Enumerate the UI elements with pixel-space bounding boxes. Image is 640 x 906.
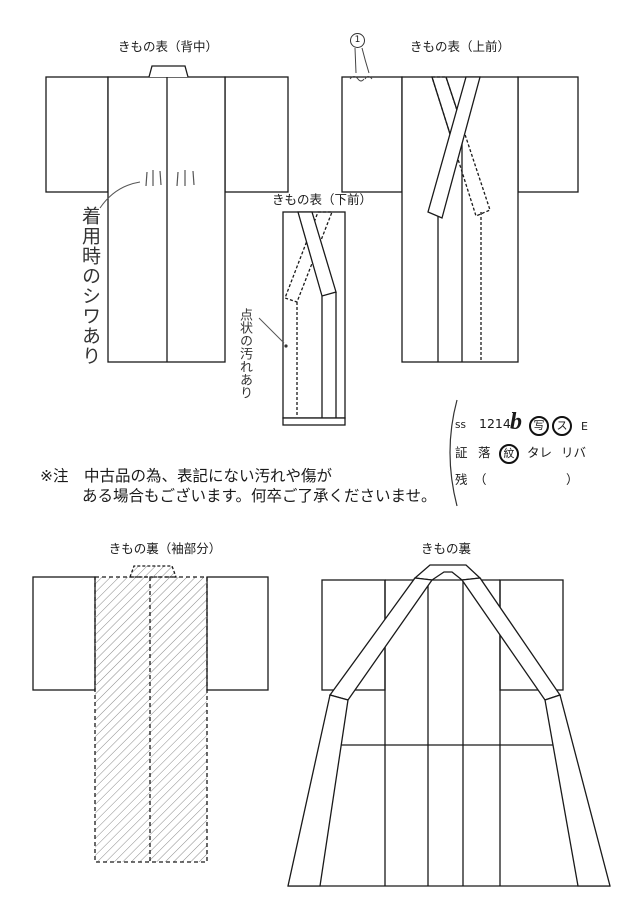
su-circled: ス [552, 416, 572, 436]
damage-marker-1: 1 [350, 33, 365, 48]
mon-circled: 紋 [499, 444, 519, 464]
wrinkle-stroke [145, 171, 148, 187]
lining-title: きもの裏 [420, 541, 471, 556]
left-sleeve [32, 576, 96, 691]
stain-dot [284, 344, 288, 348]
zan-close-paren: ） [566, 472, 579, 487]
hatched-collar-area [129, 565, 177, 578]
front-lower-title: きもの表（下前） [271, 192, 372, 207]
wrinkle-stroke [159, 170, 162, 186]
kimono-front-upper-diagram [341, 47, 579, 363]
left-front-panel [287, 694, 349, 887]
right-sleeve [517, 76, 579, 193]
item-code: 1214 [479, 416, 511, 431]
grade-mark: b [510, 409, 522, 435]
lining-sleeve-title: きもの裏（袖部分） [108, 541, 222, 556]
e-mark: E [581, 420, 588, 433]
inspection-box-bracket [449, 399, 458, 507]
riba-label: リバ [561, 445, 587, 460]
wrinkle-stroke [176, 171, 179, 187]
left-sleeve [341, 76, 403, 193]
upper-collar-band [427, 76, 481, 219]
wrinkle-stroke [192, 170, 195, 186]
back-collar-band [413, 564, 482, 581]
marker-sketch [349, 47, 373, 82]
kimono-front-back-diagram [45, 65, 289, 363]
kimono-front-lower-diagram [258, 211, 346, 426]
stain-handwritten-note: 点状の汚れあり [237, 308, 252, 399]
code-prefix: ss [455, 419, 466, 431]
right-sleeve [224, 76, 289, 193]
photo-circled: 写 [529, 416, 549, 436]
stain-leader-line [258, 317, 285, 344]
wrinkle-leader-line [99, 181, 141, 209]
right-front-panel [544, 694, 611, 887]
kimono-lining-sleeve-diagram [32, 565, 269, 863]
tare-label: タレ [527, 445, 553, 460]
left-sleeve [45, 76, 109, 193]
back-collar [148, 65, 189, 78]
zan-label: 残 [455, 472, 468, 487]
notice-line-1: ※注 中古品の為、表記にない汚れや傷が [40, 467, 332, 485]
collar-edge [445, 76, 458, 111]
ochi-label: 落 [478, 445, 491, 460]
wrinkle-handwritten-note: 着用時のシワあり [79, 206, 101, 366]
hatched-body-area [94, 576, 208, 863]
hem-band [282, 417, 346, 426]
notice-line-2: ある場合もございます。何卒ご了承くださいませ。 [82, 487, 437, 505]
front-upper-title: きもの表（上前） [409, 39, 510, 54]
collar-edge [431, 76, 451, 135]
cert-label: 証 [455, 445, 468, 460]
zan-open-paren: （ [474, 472, 487, 487]
kimono-lining-diagram [287, 564, 611, 887]
right-sleeve [206, 576, 269, 691]
hidden-collar-band [431, 76, 491, 217]
wrinkle-marks [145, 170, 195, 187]
front-back-title: きもの表（背中） [117, 39, 218, 54]
